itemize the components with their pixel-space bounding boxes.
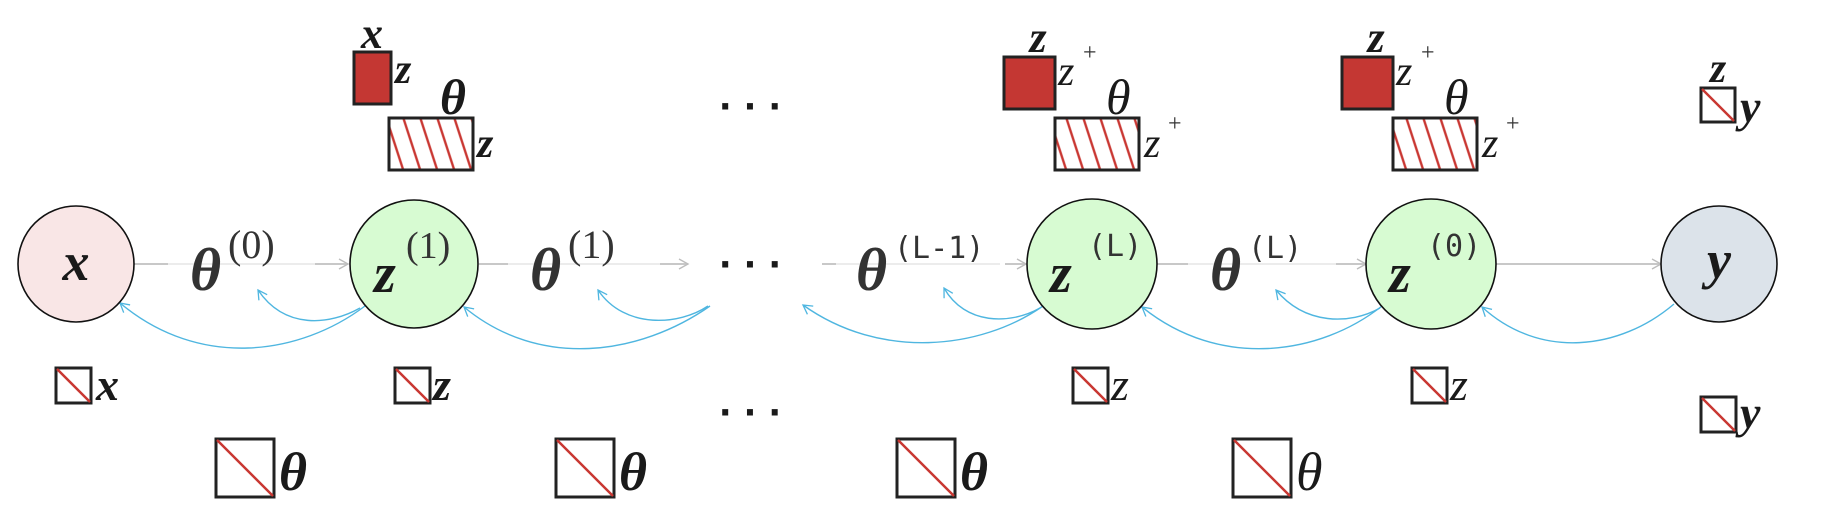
bottom-label-y: y xyxy=(1735,387,1761,438)
legend2-filled-block xyxy=(1002,55,1057,111)
bottom-theta-label-2: θ xyxy=(960,442,988,502)
ellipsis-middle: · · · xyxy=(719,245,781,285)
grad-z1-to-theta0 xyxy=(257,288,361,322)
legend2-right-sup: + xyxy=(1083,40,1097,66)
grad-zL-to-dots xyxy=(801,304,1044,344)
output-top-right-label: y xyxy=(1735,81,1761,132)
bottom-box-z1-diagonal xyxy=(395,368,430,403)
grad-z1-to-x xyxy=(118,302,366,349)
theta-label-1: θ (1) xyxy=(530,222,615,303)
bottom-label-z0: z xyxy=(1449,359,1468,410)
theta0-sup: (0) xyxy=(228,222,275,267)
node-x: x xyxy=(17,205,135,323)
legend3-theta-label: θ xyxy=(1444,69,1469,125)
bottom-theta-legend-0: θ xyxy=(214,437,307,502)
grad-y-to-z0 xyxy=(1481,303,1675,344)
node-y-circle xyxy=(1660,205,1778,323)
node-y: y xyxy=(1660,205,1778,323)
node-zL-base: z xyxy=(1048,243,1072,305)
legend3-right-label: z xyxy=(1395,49,1412,95)
top-legend-output: z y xyxy=(1699,46,1761,132)
bottom-theta-label-3: θ xyxy=(1296,442,1323,502)
legend1-right-label: z xyxy=(393,47,412,93)
legend2-theta-label: θ xyxy=(1106,69,1131,125)
bottom-legend-zL: z xyxy=(1071,359,1129,410)
bottom-label-z1: z xyxy=(431,359,451,410)
bottom-theta-legend-3: θ xyxy=(1231,437,1323,502)
node-x-label: x xyxy=(62,232,90,292)
backward-gradient-arrows xyxy=(118,286,1675,350)
thetaL-base: θ xyxy=(1210,237,1241,303)
bottom-theta-legend-1: θ xyxy=(554,437,647,502)
bottom-theta-box-1-diagonal xyxy=(556,439,614,497)
legend3-hatch-label: z xyxy=(1481,121,1498,167)
node-x-circle xyxy=(17,205,135,323)
bottom-theta-box-0-diagonal xyxy=(216,439,274,497)
legend3-hatched-block xyxy=(1391,116,1479,172)
bottom-label-zL: z xyxy=(1110,359,1129,410)
bottom-box-x-diagonal xyxy=(56,368,91,403)
bottom-legend-x: x xyxy=(54,359,119,410)
node-y-label: y xyxy=(1701,230,1732,290)
legend3-hatch-sup: + xyxy=(1506,111,1520,137)
bottom-theta-label-1: θ xyxy=(619,442,647,502)
theta0-base: θ xyxy=(190,237,221,303)
bottom-theta-label-0: θ xyxy=(279,442,307,502)
legend3-filled-block xyxy=(1340,55,1395,111)
node-z0-base: z xyxy=(1387,243,1411,305)
legend1-filled-block xyxy=(352,50,393,106)
top-legend-1: x z θ z xyxy=(352,9,494,172)
bottom-box-y-diagonal xyxy=(1701,397,1736,432)
legend1-theta-label: θ xyxy=(440,69,466,125)
bottom-legend-y: y xyxy=(1699,387,1761,438)
node-z1-sup: (1) xyxy=(406,225,450,267)
ellipsis-top: · · · xyxy=(719,87,781,127)
legend2-hatched-block xyxy=(1053,116,1141,172)
theta-label-0: θ (0) xyxy=(190,222,275,303)
bottom-label-x: x xyxy=(95,359,119,410)
node-z1-base: z xyxy=(372,243,396,305)
legend2-hatch-label: z xyxy=(1143,121,1160,167)
theta1-sup: (1) xyxy=(568,222,615,267)
legend2-top-label: z xyxy=(1027,13,1046,62)
node-z1: z (1) xyxy=(349,199,479,329)
bottom-theta-box-2-diagonal xyxy=(897,439,955,497)
thetaL1-sup: (L-1) xyxy=(894,231,984,266)
node-z0-sup: (0) xyxy=(1427,229,1481,264)
node-z0: z (0) xyxy=(1365,198,1497,330)
node-zL-circle xyxy=(1026,198,1158,330)
theta1-base: θ xyxy=(530,237,561,303)
bottom-box-z0-diagonal xyxy=(1412,368,1447,403)
node-zL: z (L) xyxy=(1026,198,1158,330)
bottom-box-zL-diagonal xyxy=(1073,368,1108,403)
grad-zL-to-thetaL-1 xyxy=(943,286,1041,320)
legend1-hatch-label: z xyxy=(475,121,494,167)
legend2-hatch-sup: + xyxy=(1168,111,1182,137)
legend2-right-label: z xyxy=(1057,49,1074,95)
bottom-legend-z1: z xyxy=(393,359,451,410)
bottom-theta-box-3-diagonal xyxy=(1233,439,1291,497)
node-zL-sup: (L) xyxy=(1088,229,1142,264)
top-legend-2: z z + θ z + xyxy=(1002,13,1182,172)
theta-label-L: θ (L) xyxy=(1210,231,1302,303)
grad-z0-to-zL xyxy=(1140,305,1383,350)
node-z0-circle xyxy=(1365,198,1497,330)
ellipsis-bottom: · · · xyxy=(719,393,781,433)
grad-dots-to-z1 xyxy=(462,305,711,350)
legend3-right-sup: + xyxy=(1421,40,1435,66)
thetaL-sup: (L) xyxy=(1248,231,1302,266)
legend1-hatched-block xyxy=(387,116,475,172)
bottom-legend-z0: z xyxy=(1410,359,1468,410)
legend3-top-label: z xyxy=(1365,13,1384,62)
top-legend-3: z z + θ z + xyxy=(1340,13,1520,172)
thetaL1-base: θ xyxy=(856,237,887,303)
theta-label-L-1: θ (L-1) xyxy=(856,231,984,303)
grad-z0-to-thetaL xyxy=(1275,288,1381,320)
output-top-label: z xyxy=(1708,46,1727,92)
bottom-theta-legend-2: θ xyxy=(895,437,988,502)
legend1-top-label: x xyxy=(360,9,383,58)
grad-dots-to-theta1 xyxy=(597,288,709,321)
node-z1-circle xyxy=(349,199,479,329)
output-top-box-diagonal xyxy=(1701,88,1735,122)
